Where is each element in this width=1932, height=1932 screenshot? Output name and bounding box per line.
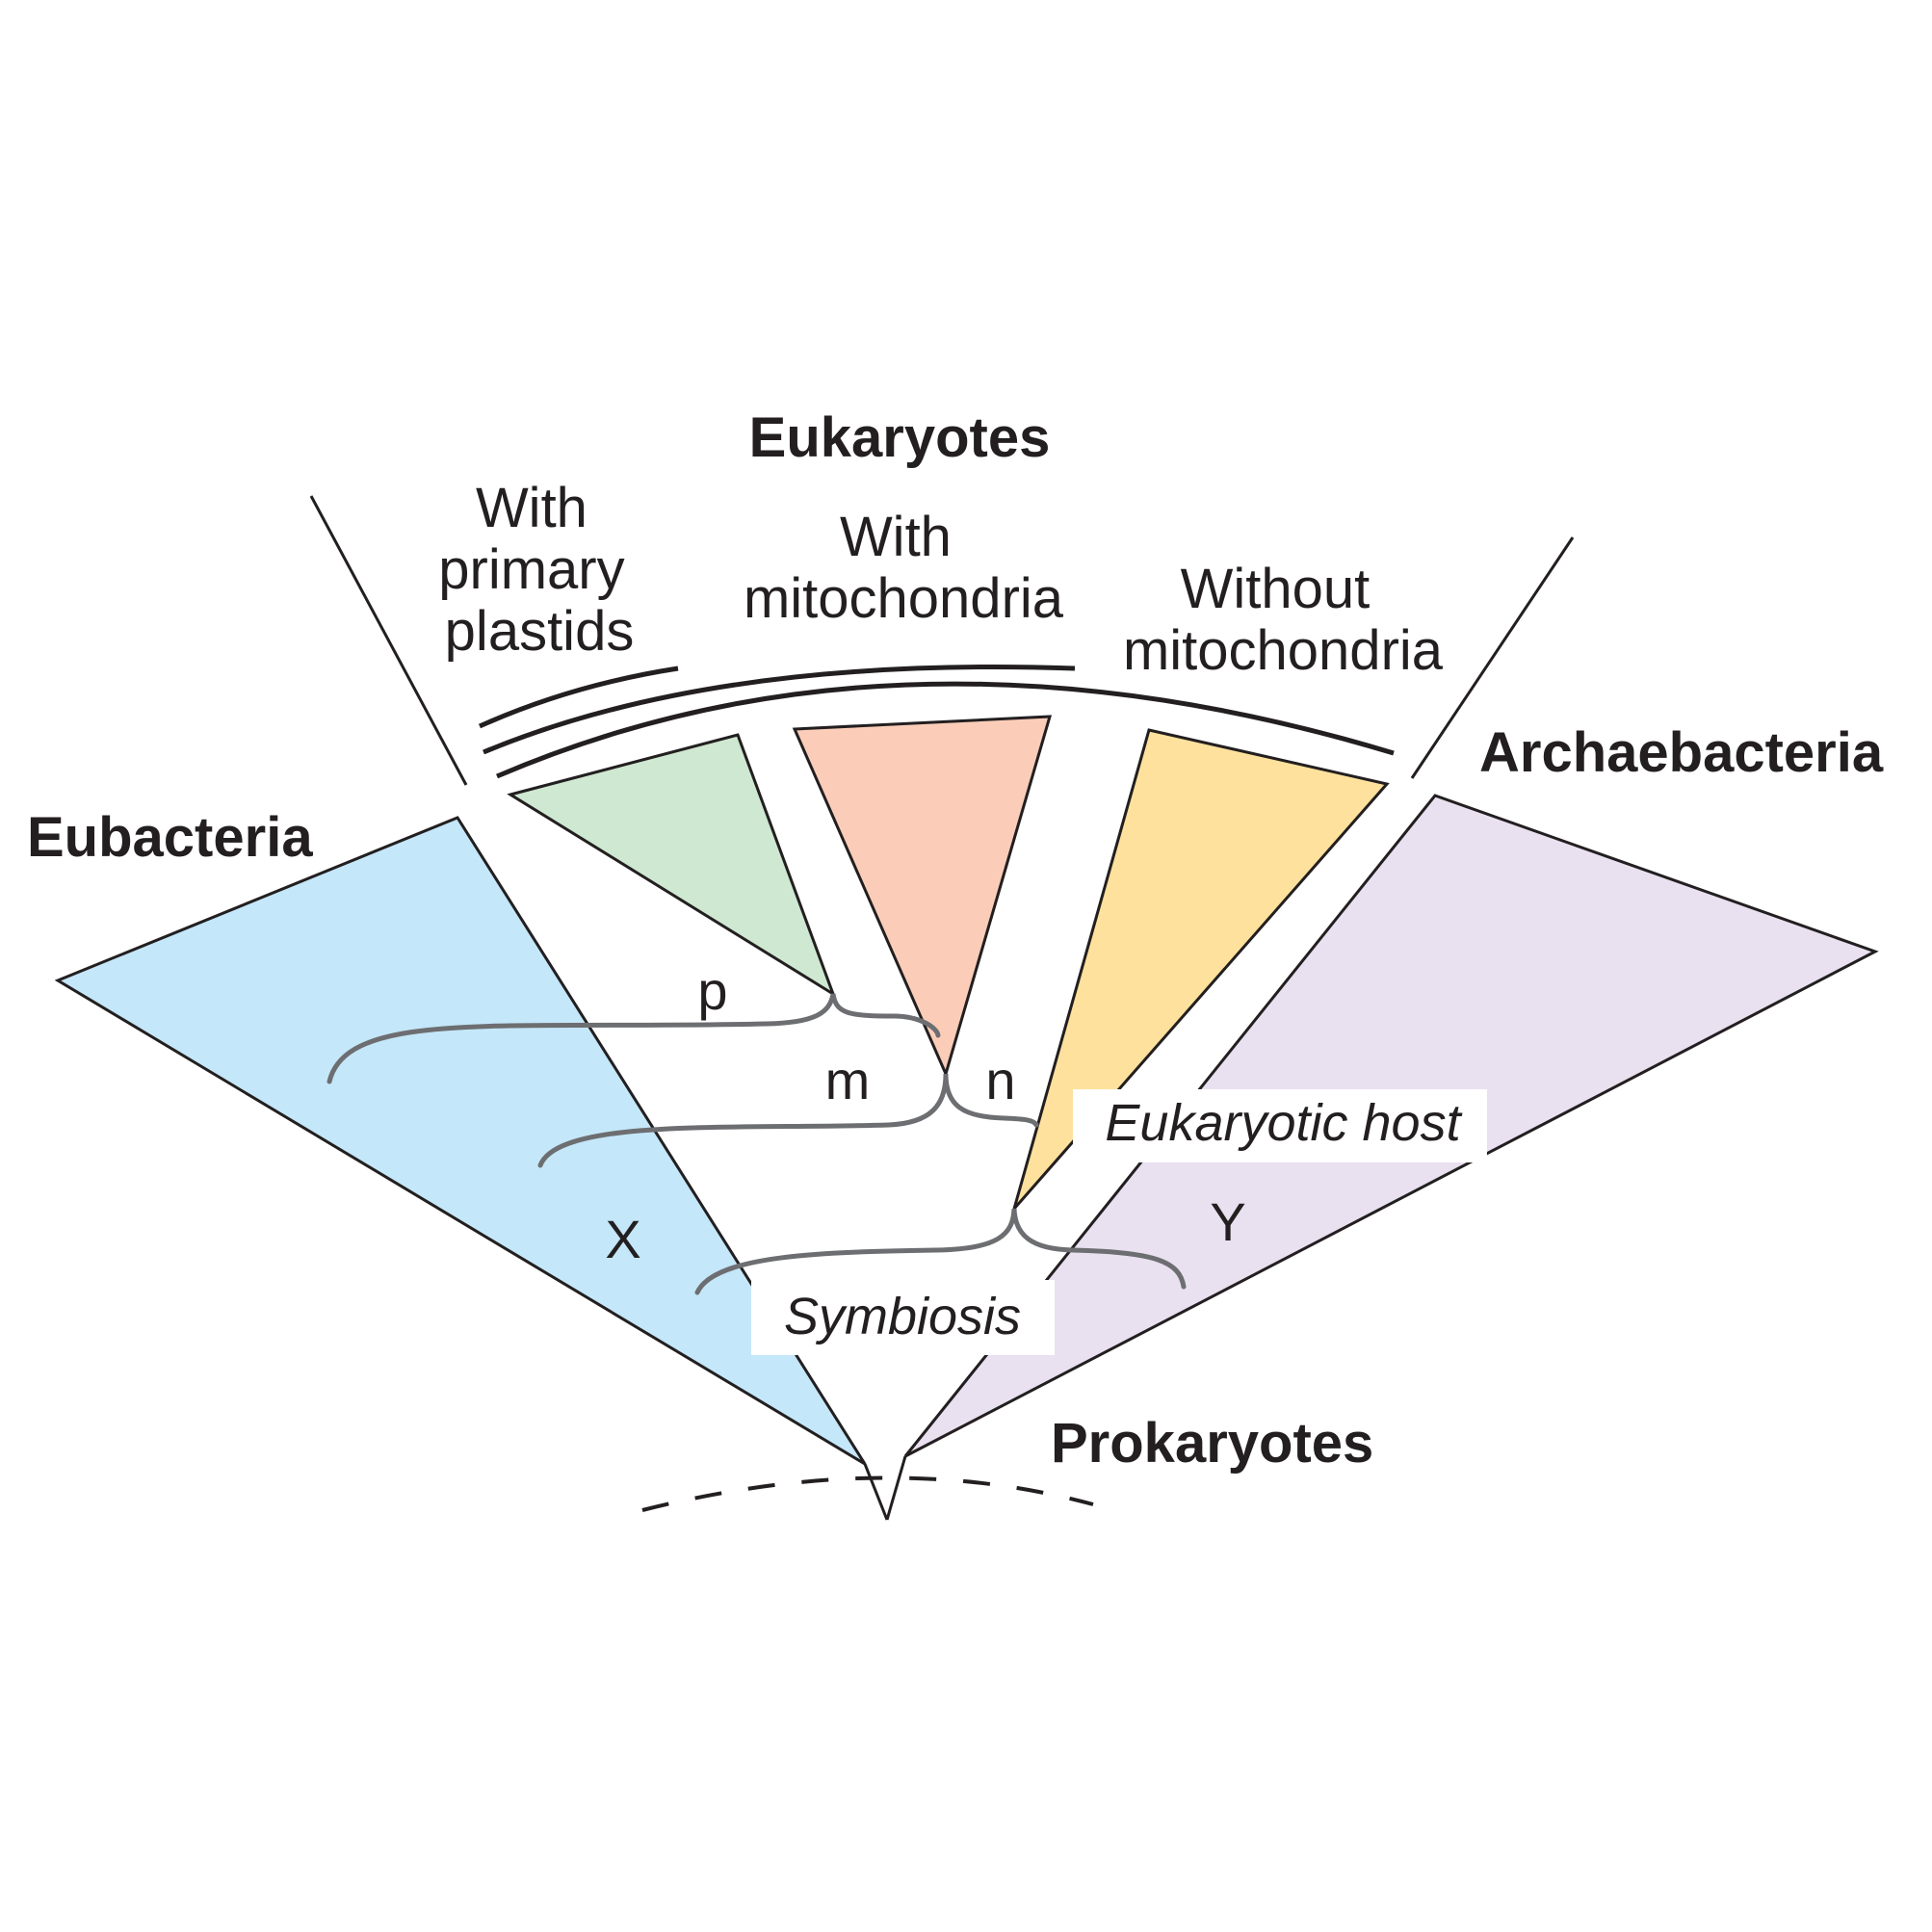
n-label: n bbox=[985, 1050, 1015, 1110]
without-mitochondria-label: Without mitochondria bbox=[1123, 558, 1444, 682]
symbiosis-brace bbox=[694, 1208, 1187, 1295]
prokaryote-dashed-arc bbox=[641, 1475, 1094, 1512]
eubacteria-root-line bbox=[863, 1463, 889, 1521]
eubacteria-divider-line bbox=[309, 495, 468, 786]
eukaryotic-host-label: Eukaryotic host bbox=[1105, 1094, 1462, 1152]
eukaryotic-host-box bbox=[1073, 1089, 1487, 1162]
without-mitochondria-wedge bbox=[1012, 728, 1390, 1210]
y-label: Y bbox=[1210, 1191, 1245, 1252]
archaebacteria-root-line bbox=[885, 1455, 907, 1521]
eubacteria-wedge bbox=[54, 816, 867, 1466]
eubacteria-label: Eubacteria bbox=[27, 806, 313, 869]
with-primary-plastids-label: With primary plastids bbox=[438, 477, 640, 663]
plastid-brace bbox=[326, 993, 941, 1084]
with-mitochondria-label: With mitochondria bbox=[744, 506, 1064, 630]
archaebacteria-label: Archaebacteria bbox=[1479, 721, 1884, 784]
eukaryotes-label: Eukaryotes bbox=[749, 406, 1051, 469]
symbiosis-box bbox=[751, 1280, 1055, 1355]
plastids-arc bbox=[478, 666, 679, 729]
symbiosis-label: Symbiosis bbox=[784, 1288, 1021, 1345]
mitochondria-wedge bbox=[792, 715, 1053, 1079]
mitochondria-arc bbox=[483, 665, 1076, 755]
archaebacteria-divider-line bbox=[1410, 536, 1575, 779]
p-label: p bbox=[697, 960, 727, 1021]
primary-plastids-wedge bbox=[507, 733, 836, 998]
m-label: m bbox=[825, 1050, 871, 1110]
mitochondria-brace bbox=[537, 1073, 1039, 1168]
eukaryotes-arc bbox=[496, 681, 1395, 779]
x-label: X bbox=[605, 1209, 640, 1269]
prokaryotes-label: Prokaryotes bbox=[1051, 1412, 1373, 1475]
